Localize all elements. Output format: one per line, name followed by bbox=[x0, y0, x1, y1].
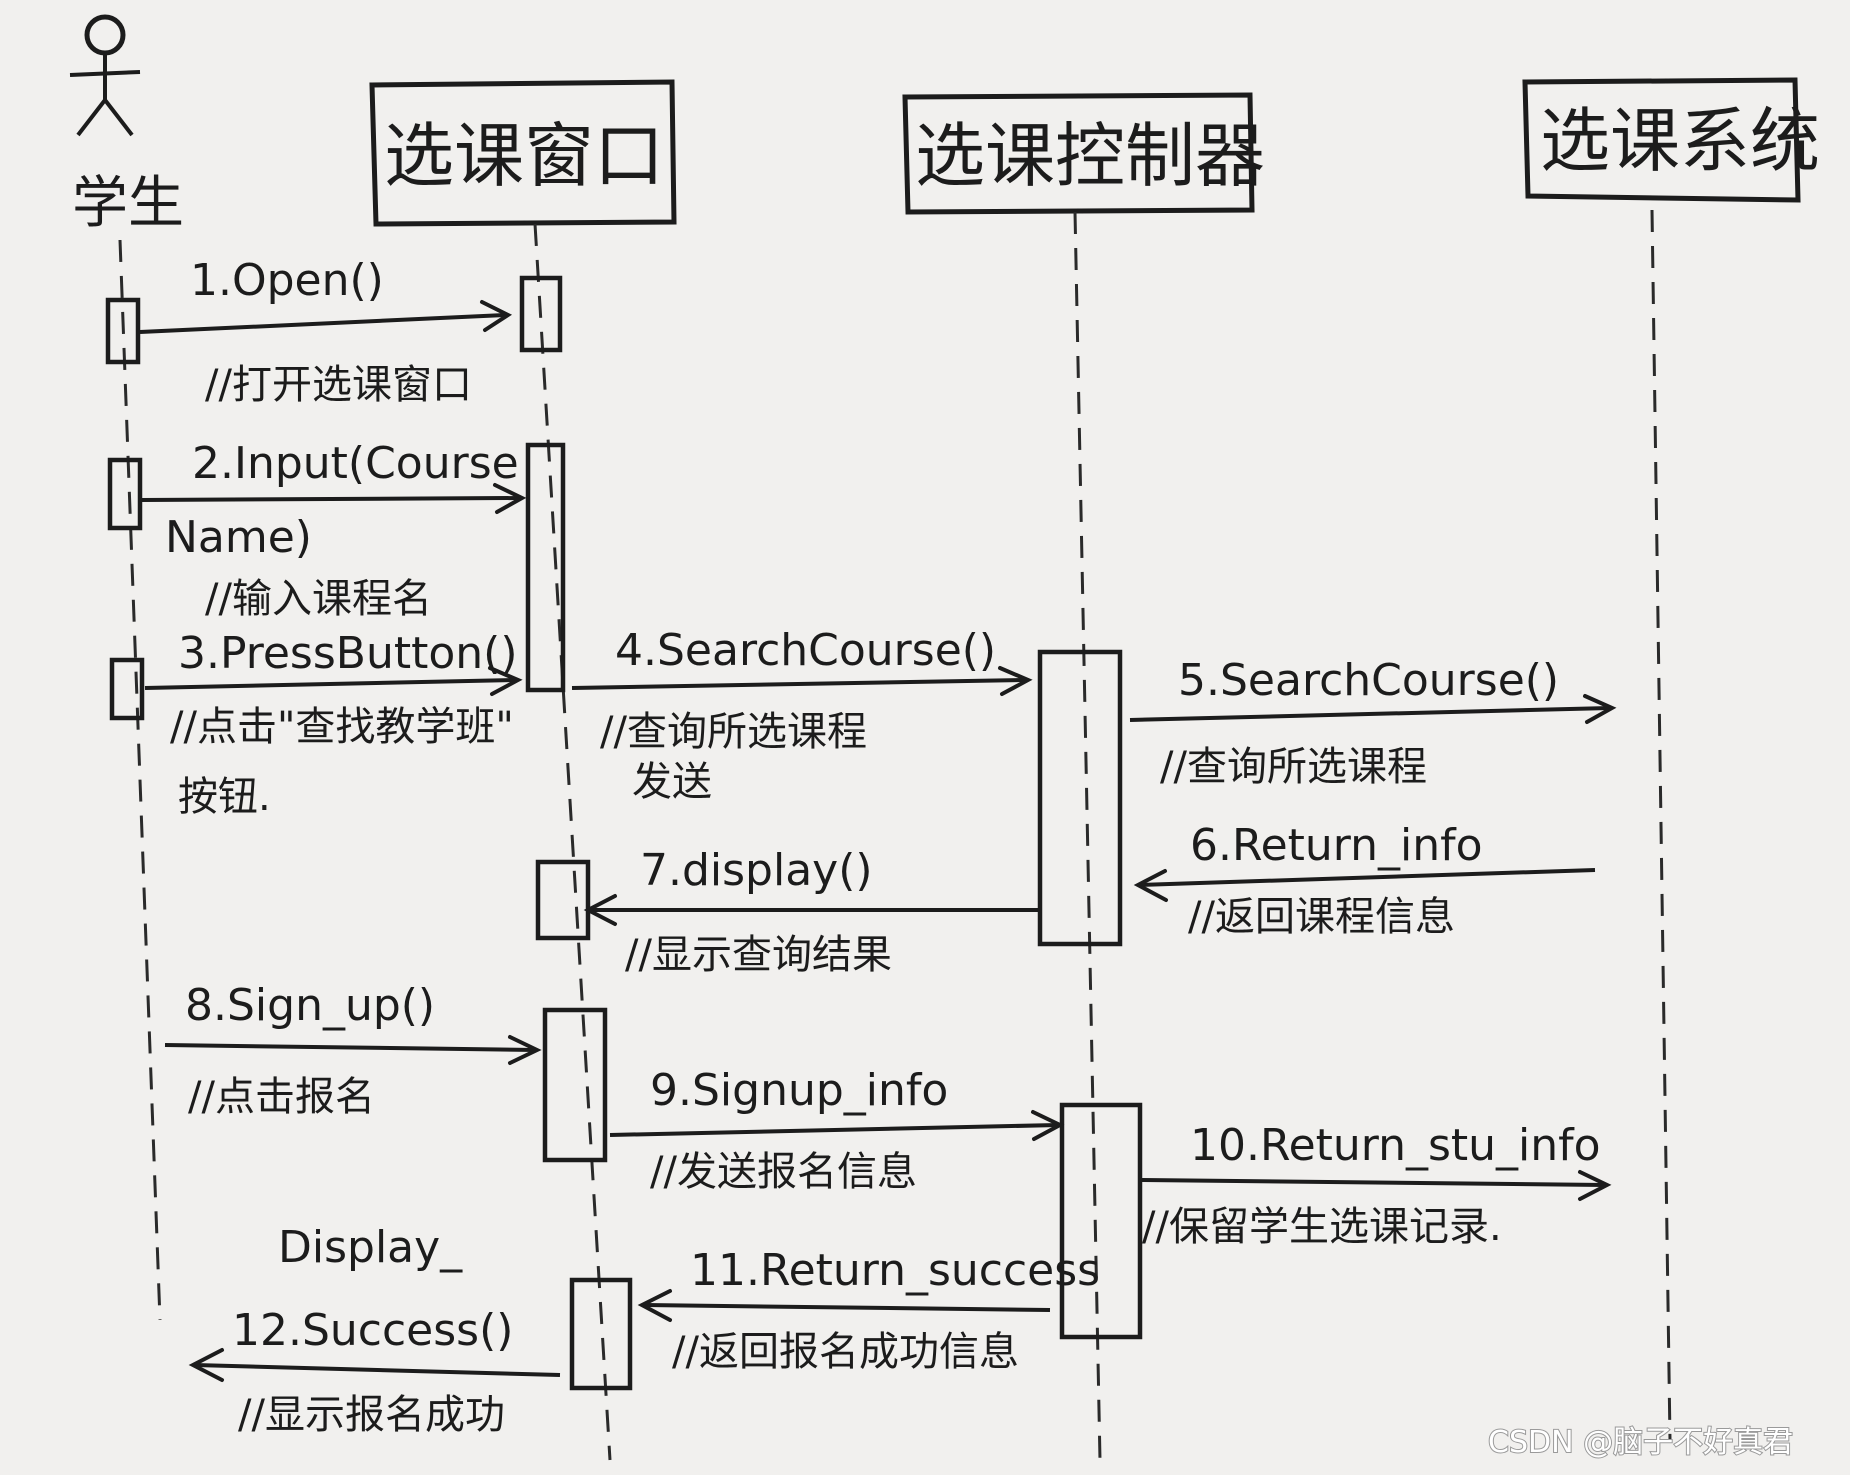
message-label-4: 4.SearchCourse() bbox=[615, 625, 996, 676]
message-arrow-11 bbox=[645, 1305, 1050, 1310]
activation-controller-2 bbox=[1062, 1105, 1140, 1337]
message-label-12: 12.Success() bbox=[232, 1305, 513, 1356]
message-note-6: //返回课程信息 bbox=[1188, 894, 1455, 940]
message-arrow-4 bbox=[572, 680, 1025, 688]
message-note-11: //返回报名成功信息 bbox=[672, 1329, 1019, 1375]
message-label-2-cont: Name) bbox=[165, 512, 312, 563]
message-note-10: //保留学生选课记录. bbox=[1142, 1204, 1502, 1250]
message-note-1: //打开选课窗口 bbox=[205, 362, 472, 408]
message-arrow-2 bbox=[142, 498, 520, 500]
activation-actor-2 bbox=[110, 460, 140, 528]
message-arrow-3 bbox=[145, 680, 515, 688]
object-label-controller: 选课控制器 bbox=[915, 115, 1265, 197]
message-label-5: 5.SearchCourse() bbox=[1178, 655, 1559, 706]
lifeline-actor bbox=[120, 240, 160, 1320]
activation-window-5 bbox=[572, 1280, 630, 1388]
activation-window-4 bbox=[545, 1010, 605, 1160]
message-note-8: //点击报名 bbox=[188, 1074, 375, 1120]
message-label-8: 8.Sign_up() bbox=[185, 980, 435, 1031]
message-arrow-6 bbox=[1140, 870, 1595, 885]
message-arrow-8 bbox=[165, 1045, 535, 1050]
lifeline-window bbox=[535, 224, 610, 1460]
message-label-3: 3.PressButton() bbox=[178, 628, 518, 679]
message-arrow-12 bbox=[195, 1365, 560, 1375]
object-box-window: 选课窗口 bbox=[372, 82, 674, 224]
message-note-3: //点击"查找教学班" bbox=[170, 704, 514, 750]
message-label-6: 6.Return_info bbox=[1190, 820, 1483, 871]
message-arrow-1 bbox=[140, 315, 505, 332]
object-box-controller: 选课控制器 bbox=[905, 95, 1265, 212]
message-note-4-cont: 发送 bbox=[632, 759, 712, 805]
watermark: CSDN @脑子不好真君 bbox=[1488, 1425, 1793, 1460]
message-label-7: 7.display() bbox=[640, 845, 873, 896]
message-label-12-top: Display_ bbox=[278, 1222, 463, 1273]
message-label-11: 11.Return_success bbox=[690, 1245, 1100, 1296]
actor-stick-figure bbox=[70, 17, 140, 135]
message-arrow-5 bbox=[1130, 708, 1610, 720]
activation-window-2 bbox=[528, 445, 563, 690]
message-note-12: //显示报名成功 bbox=[238, 1392, 505, 1438]
message-note-9: //发送报名信息 bbox=[650, 1149, 917, 1195]
message-note-3-cont: 按钮. bbox=[178, 774, 271, 820]
message-note-5: //查询所选课程 bbox=[1160, 744, 1427, 790]
message-note-7: //显示查询结果 bbox=[625, 932, 892, 978]
message-note-4: //查询所选课程 bbox=[600, 709, 867, 755]
object-label-system: 选课系统 bbox=[1540, 100, 1820, 182]
actor-label: 学生 bbox=[72, 171, 184, 236]
lifeline-system bbox=[1652, 210, 1670, 1440]
message-note-2: //输入课程名 bbox=[205, 576, 432, 622]
message-arrow-10 bbox=[1142, 1180, 1605, 1185]
message-arrow-9 bbox=[610, 1125, 1058, 1135]
message-label-2: 2.Input(Course bbox=[192, 438, 519, 489]
message-label-1: 1.Open() bbox=[190, 255, 384, 306]
activation-controller-1 bbox=[1040, 652, 1120, 944]
object-label-window: 选课窗口 bbox=[384, 115, 664, 197]
object-box-system: 选课系统 bbox=[1525, 80, 1820, 200]
activation-window-3 bbox=[538, 862, 588, 938]
message-label-10: 10.Return_stu_info bbox=[1190, 1120, 1601, 1171]
message-label-9: 9.Signup_info bbox=[650, 1065, 948, 1116]
